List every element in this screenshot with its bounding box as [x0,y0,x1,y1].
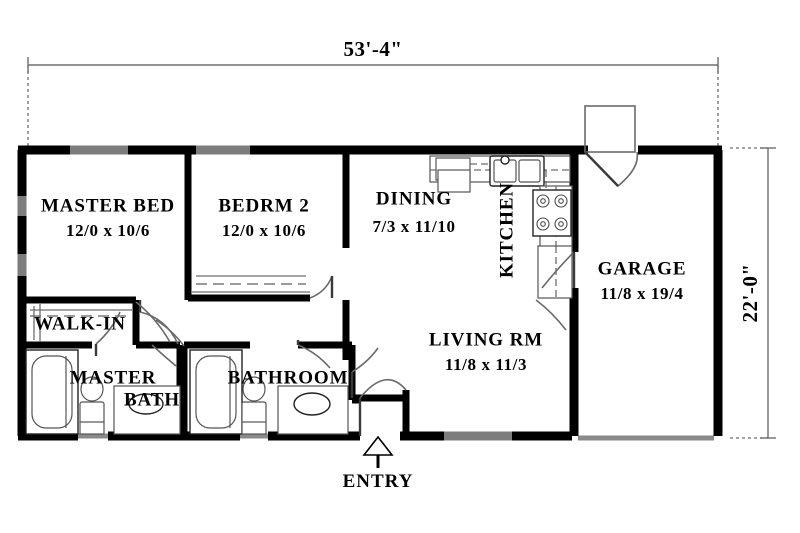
walk-in-closet-fixtures [30,304,132,342]
room-label-garage: GARAGE [598,258,687,279]
room-label-bedrm-2: BEDRM 2 [218,195,309,216]
vanity-icon-2 [277,385,349,435]
room-label-living-rm: LIVING RM [429,329,543,350]
overall-width-dimension: 53'-4" [27,37,719,152]
bathtub-icon-2 [189,349,243,435]
bedroom2-closet-fixtures [192,275,310,293]
room-dims-living-rm: 11/8 x 11/3 [445,355,527,374]
door-bedroom2 [309,275,334,299]
door-hall [155,319,185,347]
overall-width-label: 53'-4" [344,37,403,61]
overall-depth-dimension: 22'-0" [730,147,776,439]
door-living-to-garage [541,251,576,289]
toilet-icon [79,376,105,435]
room-dims-bedrm-2: 12/0 x 10/6 [222,221,306,240]
room-dims-garage: 11/8 x 19/4 [600,284,683,303]
room-dims-dining: 7/3 x 11/10 [372,217,455,236]
door-hall-to-living [350,347,379,398]
entry-arrow [362,435,394,468]
room-label-kitchen: KITCHEN [496,182,517,278]
bathtub-icon [25,349,79,435]
toilet-icon-2 [241,376,267,435]
door-master-bath [151,344,177,367]
door-bathroom [296,340,331,369]
kitchen-sink-icon [489,155,545,187]
door-master-bath-2 [135,301,171,343]
vanity-icon [113,385,181,435]
door-walk-in [94,311,121,356]
room-label-master-bath-line2: BATH [124,389,180,410]
room-labels: MASTER BED 12/0 x 10/6 BEDRM 2 12/0 x 10… [34,182,687,410]
doors [94,105,639,436]
kitchen-range-icon [532,189,572,237]
room-label-master-bath-line1: MASTER [70,367,157,388]
room-label-bathroom: BATHROOM [228,367,349,388]
room-label-master-bed: MASTER BED [41,195,175,216]
room-dims-master-bed: 12/0 x 10/6 [66,221,150,240]
exterior-walls [17,145,723,441]
door-kitchen-pass [535,299,567,331]
master-bath-fixtures [25,349,181,435]
bathroom-fixtures [189,349,349,435]
room-label-dining: DINING [376,188,452,209]
door-entry [358,379,407,436]
door-garage-service [584,105,639,188]
overall-depth-label: 22'-0" [738,264,762,323]
entry-label: ENTRY [343,471,414,492]
room-label-walk-in: WALK-IN [34,313,126,334]
